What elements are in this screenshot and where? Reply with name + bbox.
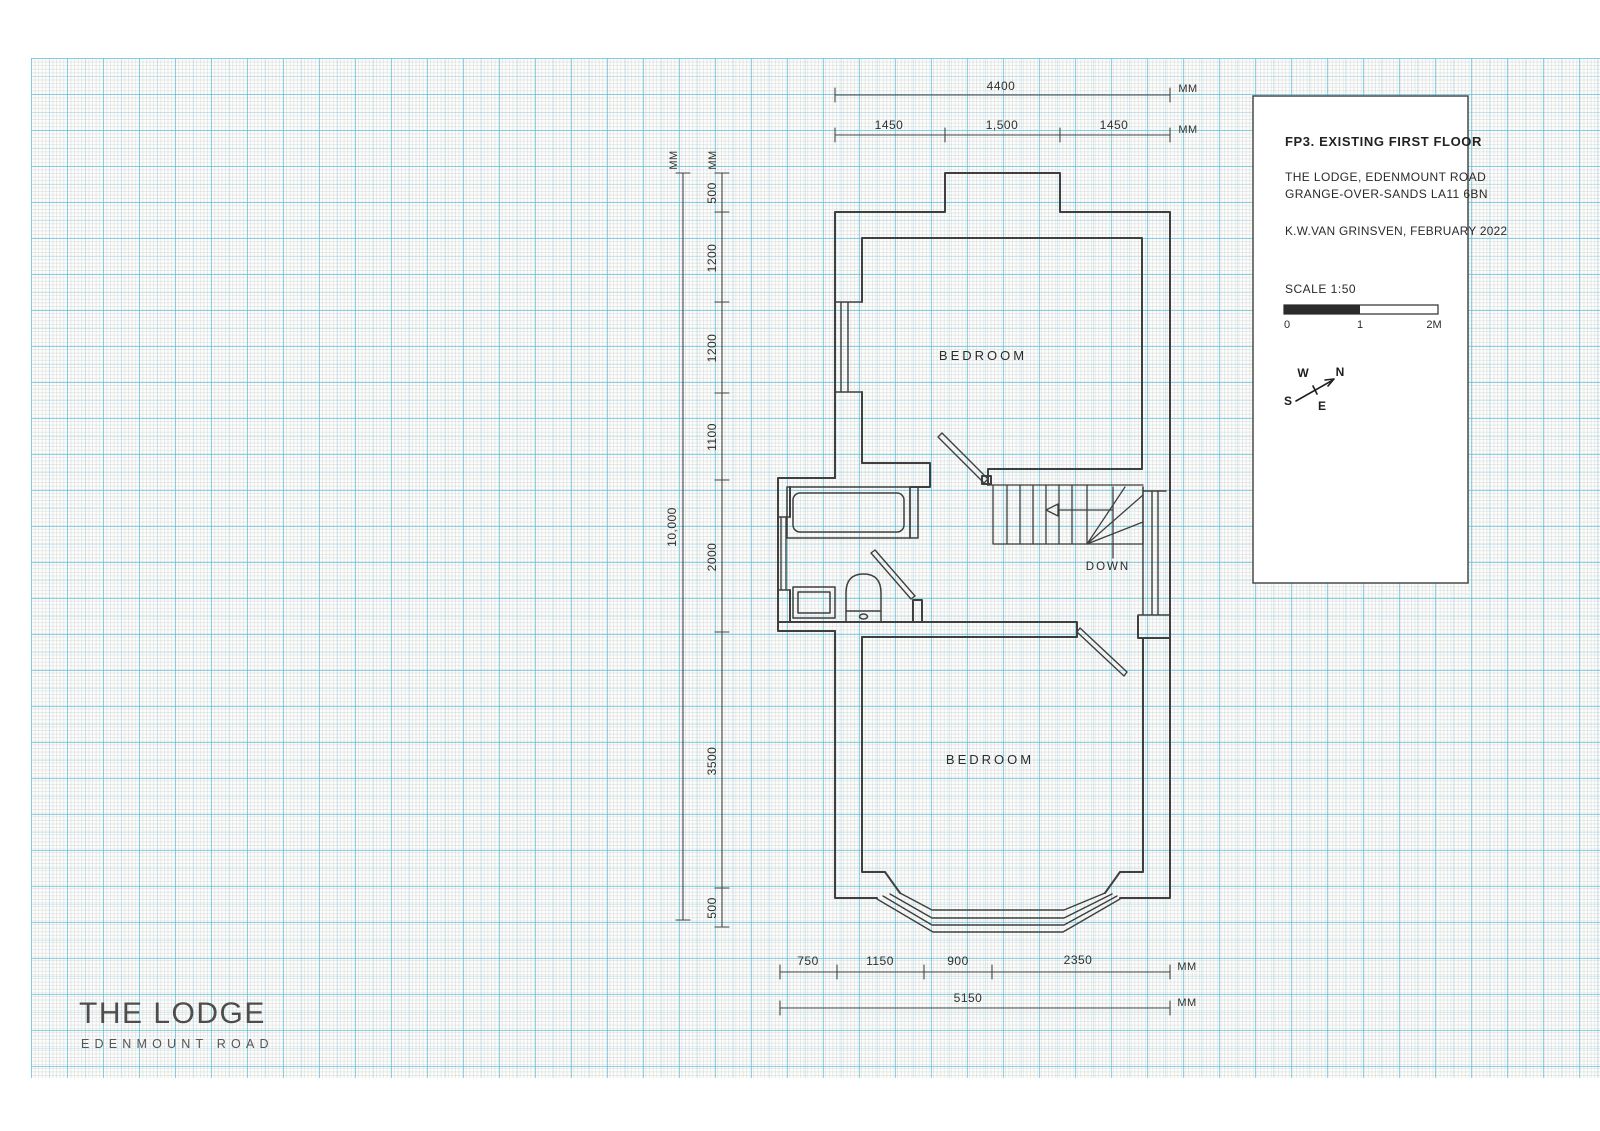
bathtub-surround <box>786 486 911 539</box>
room-label-bedroom-upper: BEDROOM <box>939 348 1027 363</box>
dimension-lines <box>675 87 1171 1016</box>
dim-top-seg-3: 1450 <box>1100 118 1129 132</box>
author-line: K.W.VAN GRINSVEN, FEBRUARY 2022 <box>1285 224 1507 238</box>
dim-top-seg-1: 1450 <box>875 118 904 132</box>
title-block-frame <box>1252 95 1469 584</box>
dimension-labels: 4400 MM 1450 1,500 1450 MM MM 10,000 MM … <box>665 79 1197 1009</box>
stair-treads <box>1006 484 1088 545</box>
bathroom-window <box>777 516 791 591</box>
dim-left-seg-4: 1100 <box>705 423 719 451</box>
dim-left-seg-2: 1200 <box>705 244 719 273</box>
logo-title: THE LODGE <box>79 997 266 1030</box>
outer-wall-bathroom <box>777 477 836 632</box>
doors <box>870 432 1128 677</box>
scale-bar: 0 1 2M <box>1283 304 1442 331</box>
toilet-flush <box>858 613 869 620</box>
compass-needle <box>1295 378 1335 402</box>
stair-landing-window <box>1137 486 1171 616</box>
dim-bottom-seg-3: 900 <box>947 954 969 968</box>
bathroom-door-stub <box>912 599 923 623</box>
logo-subtitle: EDENMOUNT ROAD <box>81 1037 274 1051</box>
dim-left-total: 10,000 <box>665 507 679 547</box>
dim-left-total-line <box>675 172 691 921</box>
room-labels: BEDROOM BEDROOM DOWN <box>939 348 1130 767</box>
bathroom-door-leaf <box>870 549 916 600</box>
dim-bottom-total-line <box>779 1000 1171 1016</box>
outer-wall-upper <box>834 172 1171 898</box>
bay-glazing-1 <box>899 892 1106 911</box>
bay-glazing-2 <box>889 893 1113 919</box>
scale-tick-2m: 2M <box>1426 319 1441 331</box>
dim-top-total-unit: MM <box>1178 83 1197 95</box>
tub-side-wall <box>909 486 919 539</box>
inner-wall-lower-bedroom <box>861 636 1144 894</box>
dim-top-total: 4400 <box>987 79 1016 93</box>
dim-left-total-unit: MM <box>668 150 680 169</box>
compass-w: W <box>1297 366 1309 380</box>
outer-wall-lower <box>834 630 1171 899</box>
dim-bottom-total: 5150 <box>954 991 983 1005</box>
bathtub <box>792 492 905 533</box>
stair-outline <box>987 484 1144 545</box>
dim-bottom-total-unit: MM <box>1177 997 1196 1009</box>
windows <box>777 301 1171 616</box>
wall-band-mid <box>861 462 1143 488</box>
dim-top-segments-line <box>834 127 1171 143</box>
dim-top-segments-unit: MM <box>1178 124 1197 136</box>
toilet <box>845 573 882 623</box>
dim-left-seg-3: 1200 <box>705 334 719 363</box>
dim-bottom-seg-4: 2350 <box>1064 953 1093 967</box>
scale-tick-1: 1 <box>1357 319 1363 331</box>
dim-left-seg-1: 500 <box>705 182 719 204</box>
room-label-bedroom-lower: BEDROOM <box>946 752 1034 767</box>
upper-bedroom-door-leaf <box>937 432 989 484</box>
stairs <box>987 484 1144 559</box>
stair-arrowhead-icon <box>1045 503 1059 517</box>
inner-wall-upper-bedroom <box>861 237 1143 470</box>
bathroom-fixtures <box>786 486 919 623</box>
dim-left-segments-unit: MM <box>707 150 719 169</box>
logo: THE LODGE EDENMOUNT ROAD <box>79 997 274 1051</box>
stair-winders <box>1086 486 1144 545</box>
dim-bottom-seg-1: 750 <box>797 954 819 968</box>
upper-bedroom-window <box>834 301 863 393</box>
scale-bar-filled-half <box>1284 305 1360 314</box>
dim-top-total-line <box>834 87 1171 103</box>
stair-down-label: DOWN <box>1086 561 1130 573</box>
dim-left-segments-line <box>714 172 730 928</box>
wall-band-lower <box>777 615 1171 639</box>
scale-label: SCALE 1:50 <box>1285 282 1356 296</box>
address-line-1: THE LODGE, EDENMOUNT ROAD <box>1285 170 1486 184</box>
title-block: FP3. EXISTING FIRST FLOOR THE LODGE, EDE… <box>1252 95 1507 584</box>
walls <box>777 172 1171 899</box>
address-line-2: GRANGE-OVER-SANDS LA11 6BN <box>1285 187 1488 201</box>
bay-window <box>876 892 1121 933</box>
sink-outer <box>792 586 836 619</box>
dim-left-seg-5: 2000 <box>705 543 719 572</box>
bay-outer-face <box>876 898 1121 933</box>
stair-direction-line <box>1057 486 1114 559</box>
compass-e: E <box>1318 399 1326 413</box>
dim-left-seg-6: 3500 <box>705 747 719 776</box>
compass-icon: W N S E <box>1284 365 1344 413</box>
compass-s: S <box>1284 394 1292 408</box>
sink-basin <box>797 591 831 614</box>
dim-bottom-segments-line <box>779 964 1171 980</box>
dim-bottom-seg-2: 1150 <box>866 954 894 968</box>
dim-bottom-segments-unit: MM <box>1177 961 1196 973</box>
compass-n: N <box>1336 365 1345 379</box>
lower-bedroom-door-leaf <box>1076 627 1128 677</box>
bay-glazing-3 <box>882 895 1118 926</box>
scale-tick-0: 0 <box>1284 319 1290 331</box>
dim-left-seg-7: 500 <box>705 897 719 919</box>
dim-top-seg-2: 1,500 <box>986 118 1019 132</box>
drawing-title: FP3. EXISTING FIRST FLOOR <box>1285 134 1482 149</box>
